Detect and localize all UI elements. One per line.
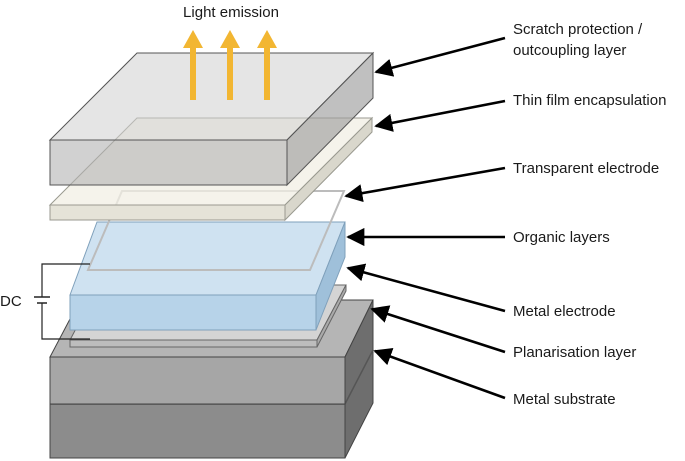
label-scratch-line1: Scratch protection /: [513, 21, 643, 38]
emission-arrow: [220, 30, 240, 100]
light-emission-label: Light emission: [183, 4, 279, 21]
organic-layers-block: [69, 221, 346, 331]
dc-circuit: [34, 263, 90, 340]
label-organic-layers: Organic layers: [513, 229, 610, 246]
label-scratch-line2: outcoupling layer: [513, 42, 626, 59]
callout-arrow-substrate: [373, 348, 506, 400]
light-emission-arrows: [183, 30, 277, 100]
dc-label: DC: [0, 293, 22, 310]
scratch-protection-block: [48, 51, 375, 187]
callout-arrow-scratch: [374, 36, 506, 77]
label-transparent-electrode: Transparent electrode: [513, 160, 659, 177]
callout-arrow-transparent: [344, 166, 506, 203]
label-metal-electrode: Metal electrode: [513, 303, 616, 320]
emission-arrow: [257, 30, 277, 100]
label-planarisation-layer: Planarisation layer: [513, 344, 636, 361]
callout-arrow-metal-electrode: [346, 263, 506, 313]
callout-arrow-planarisation: [370, 305, 506, 354]
callout-arrows: [344, 36, 506, 400]
emission-arrow: [183, 30, 203, 100]
label-metal-substrate: Metal substrate: [513, 391, 616, 408]
callout-arrow-encapsulation: [374, 99, 506, 132]
layer-labels: Scratch protection / outcoupling layer T…: [513, 21, 666, 408]
label-thin-film-encapsulation: Thin film encapsulation: [513, 92, 666, 109]
